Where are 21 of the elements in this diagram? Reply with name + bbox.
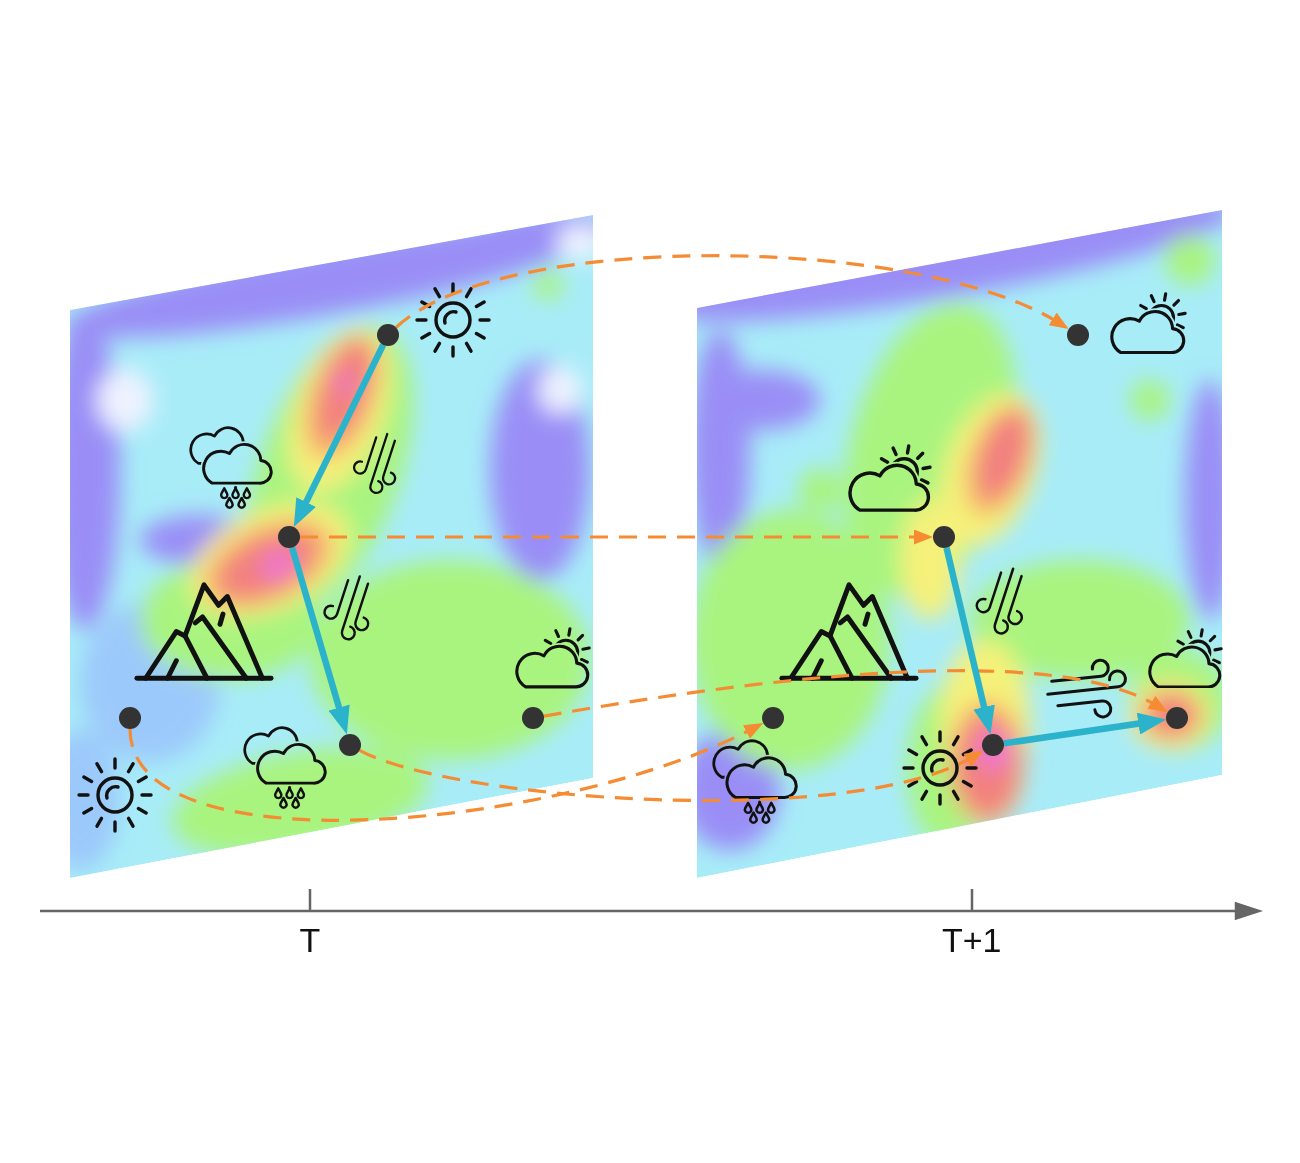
node-dot xyxy=(1166,707,1188,729)
node-dot xyxy=(982,734,1004,756)
dashed-arrow xyxy=(300,529,933,545)
node-dot xyxy=(762,707,784,729)
arrow xyxy=(289,546,350,735)
axis-label: T xyxy=(299,923,321,957)
node-dot xyxy=(339,734,361,756)
arrow xyxy=(293,343,387,528)
axis-label: T+1 xyxy=(942,923,1002,957)
dashed-arrow xyxy=(128,723,764,822)
node-dot xyxy=(1067,324,1089,346)
dashed-arrow xyxy=(359,748,985,803)
node-dot xyxy=(522,707,544,729)
node-dot xyxy=(933,526,955,548)
dashed-arrow xyxy=(543,669,1169,718)
node-dot xyxy=(119,707,141,729)
node-dot xyxy=(278,526,300,548)
arrow xyxy=(1003,712,1167,747)
dashed-arrow xyxy=(395,254,1070,329)
node-dot xyxy=(377,324,399,346)
arrow xyxy=(943,546,995,735)
